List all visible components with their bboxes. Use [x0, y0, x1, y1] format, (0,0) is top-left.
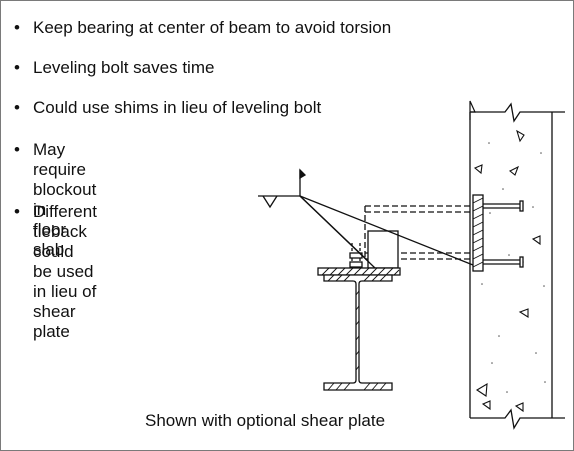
bullet-icon: • [14, 140, 20, 159]
note-text: Could use shims in lieu of leveling bolt [33, 98, 322, 117]
bullet-icon: • [14, 58, 20, 77]
bearing-plate [317, 267, 401, 276]
concrete-aggregate-hatch [473, 129, 541, 413]
note-item: • Leveling bolt saves time [14, 58, 214, 78]
headed-stud-top [483, 200, 524, 212]
note-item: • Keep bearing at center of beam to avoid… [14, 18, 391, 38]
note-item: • May require blockout in floor slab [14, 140, 96, 260]
embed-plate [472, 194, 484, 272]
concrete-wall [469, 100, 565, 430]
supporting-beam-section [323, 274, 393, 391]
note-item: • Different tieback could be used in lieu… [14, 202, 97, 342]
note-text: Different tieback could be used in lieu … [33, 202, 97, 341]
note-item: • Could use shims in lieu of leveling bol… [14, 98, 321, 118]
bullet-icon: • [14, 202, 20, 221]
note-text: Keep bearing at center of beam to avoid … [33, 18, 392, 37]
leveling-bolt [349, 243, 363, 268]
headed-stud-bottom [483, 256, 524, 268]
bullet-icon: • [14, 18, 20, 37]
note-text: Leveling bolt saves time [33, 58, 215, 77]
shear-plate [367, 230, 399, 269]
note-text: May require blockout in floor slab [33, 140, 97, 259]
bullet-icon: • [14, 98, 20, 117]
weld-symbol [258, 168, 474, 269]
figure-caption: Shown with optional shear plate [145, 411, 386, 430]
